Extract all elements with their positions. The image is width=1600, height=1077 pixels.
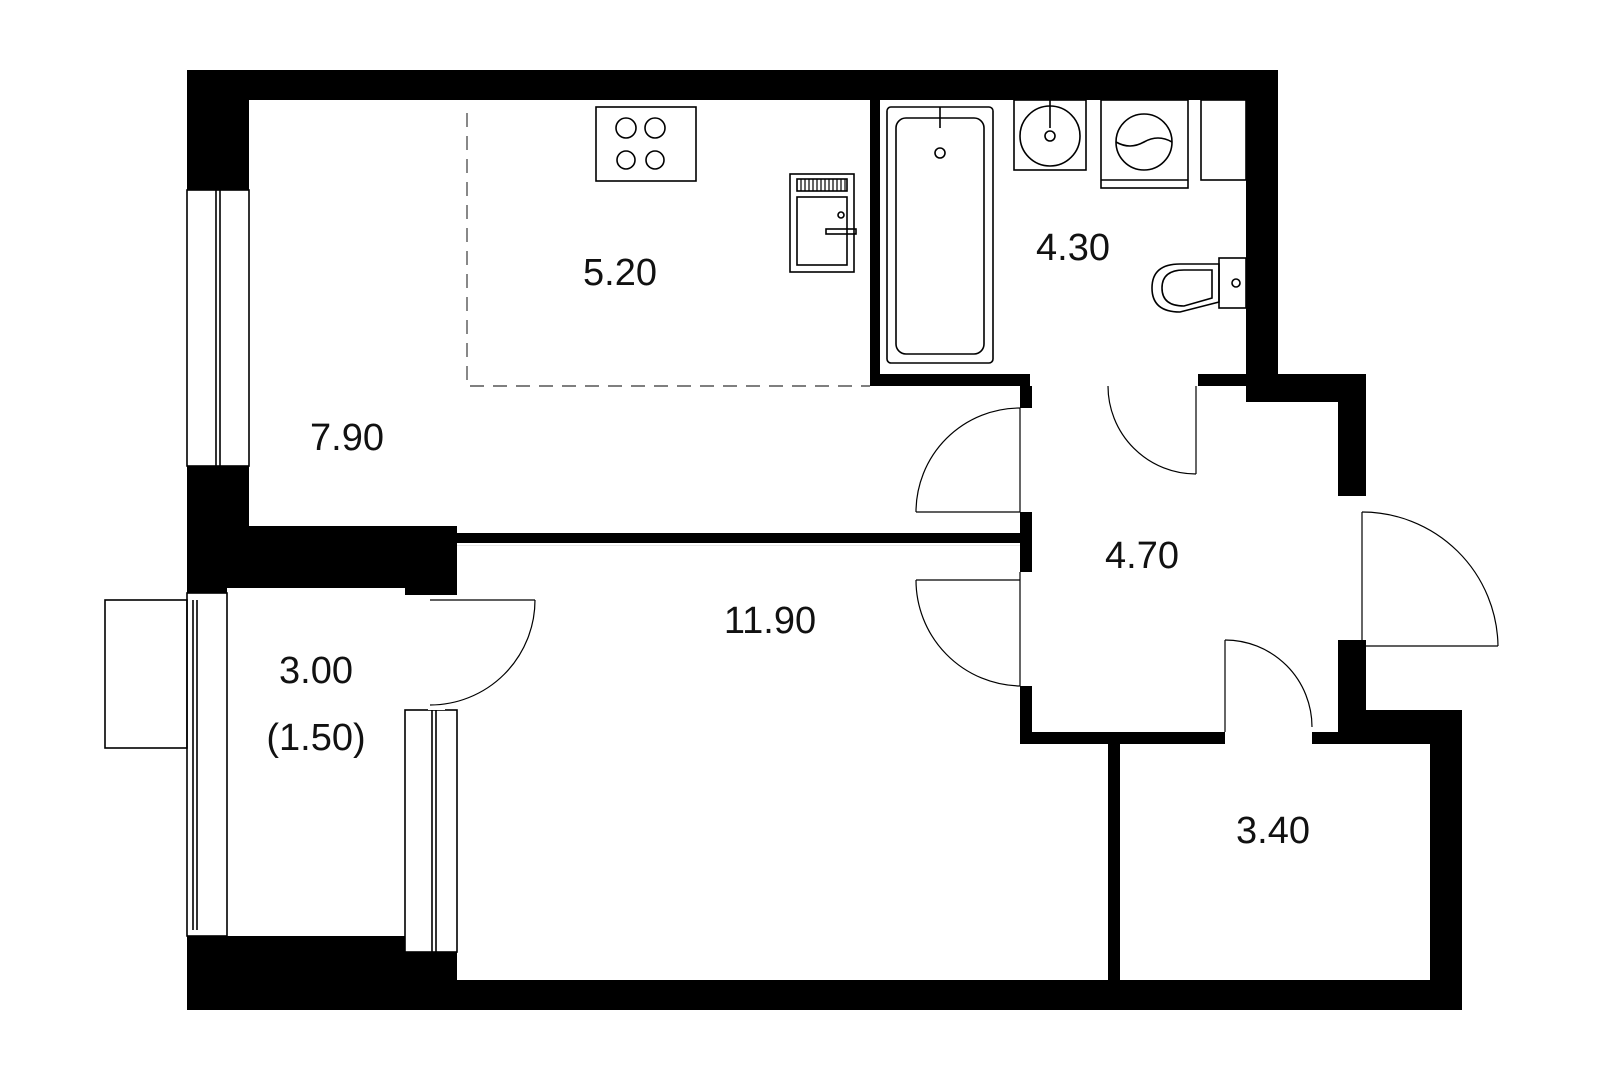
storage-area: 3.40 [1236, 810, 1310, 852]
kitchen-zone-outline [466, 113, 870, 387]
kitchen-zone-area: 5.20 [583, 252, 657, 294]
toilet-icon [1151, 257, 1247, 313]
shelf-icon [1200, 99, 1247, 181]
living-zone-area: 7.90 [310, 417, 384, 459]
bedroom-area: 11.90 [724, 600, 816, 642]
balcony-area: 3.00 [279, 650, 353, 692]
washbasin-icon [1013, 99, 1087, 171]
walls [187, 70, 1462, 1010]
washing-machine-icon [1100, 99, 1189, 189]
windows [104, 189, 458, 953]
hallway-area: 4.70 [1105, 535, 1179, 577]
bathtub-icon [886, 106, 994, 364]
cooktop-icon [595, 106, 697, 182]
kitchen-sink-icon [789, 173, 857, 273]
bathroom-area: 4.30 [1036, 227, 1110, 269]
doors [428, 385, 1499, 732]
balcony-sub-area: (1.50) [266, 717, 365, 759]
